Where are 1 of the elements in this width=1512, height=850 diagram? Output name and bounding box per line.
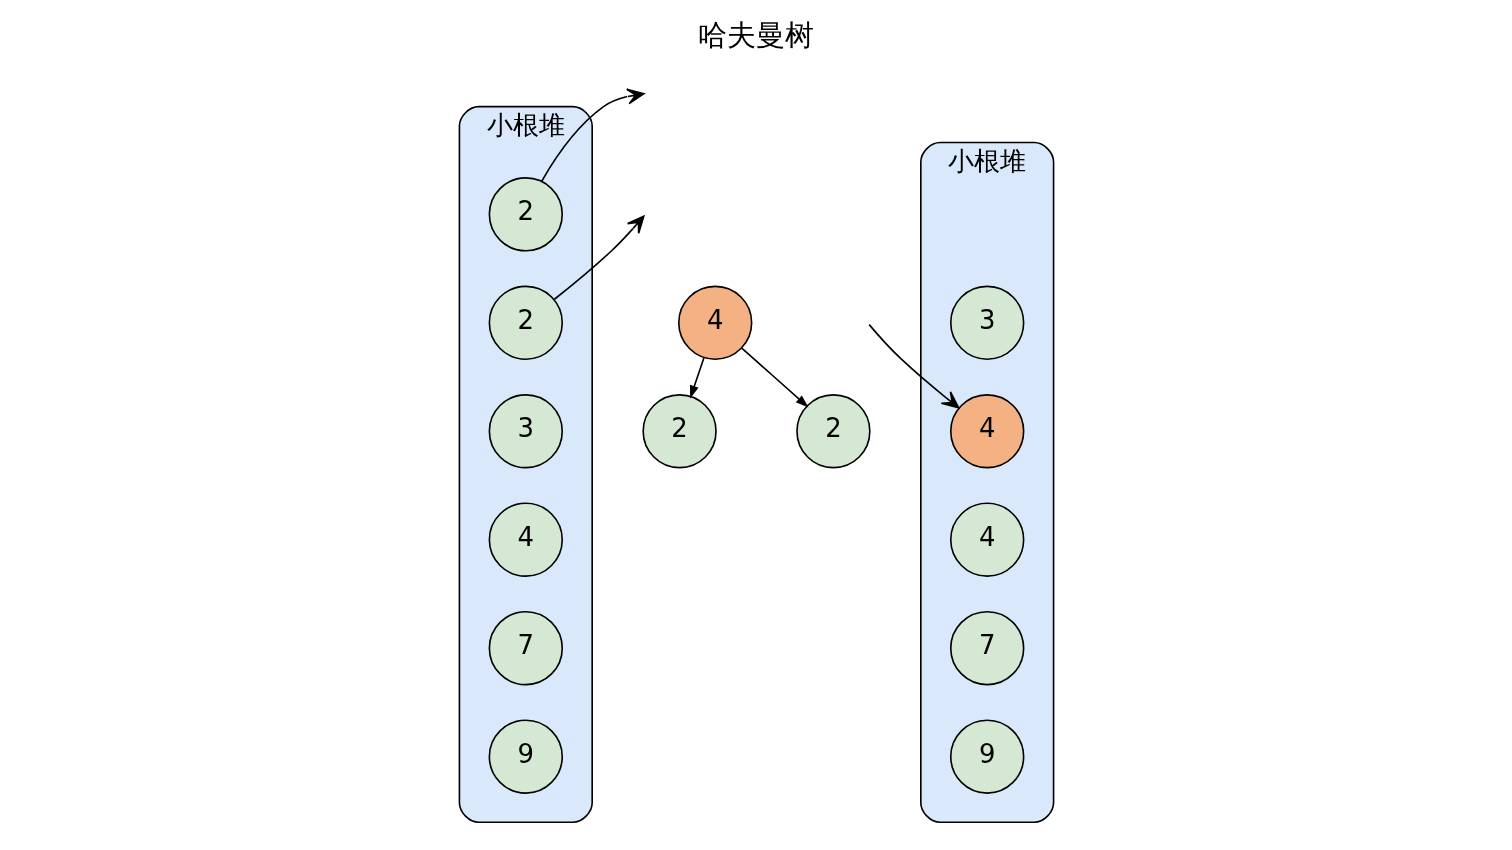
diagram-title: 哈夫曼树	[698, 17, 814, 52]
